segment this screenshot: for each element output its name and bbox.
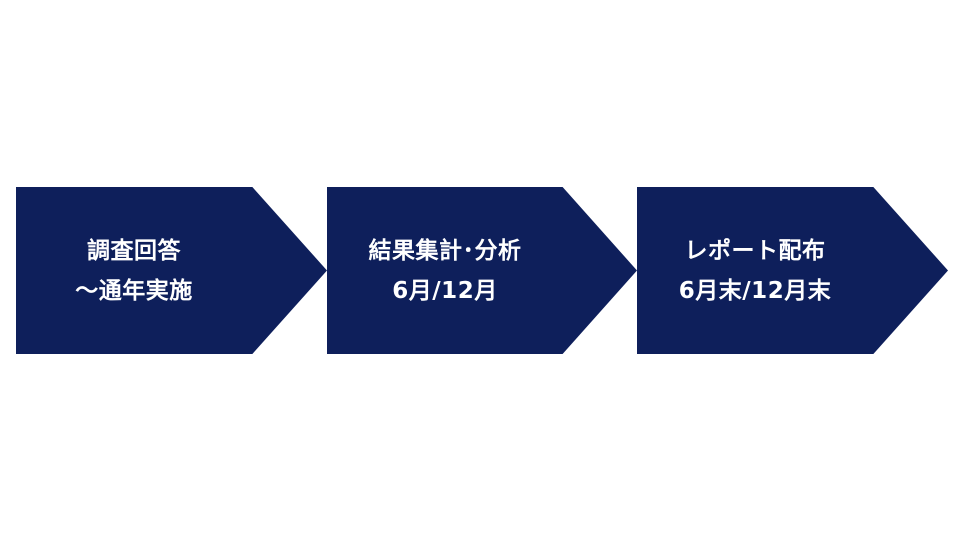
- step-title: レポート配布: [684, 237, 826, 264]
- step-schedule: 6月/12月: [392, 277, 498, 304]
- step-schedule: 6月末/12月末: [678, 277, 832, 304]
- process-step-survey: 調査回答 ～通年実施: [16, 187, 327, 354]
- step-label: 調査回答 ～通年実施: [16, 187, 252, 354]
- process-step-report: レポート配布 6月末/12月末: [637, 187, 948, 354]
- step-title: 結果集計･分析: [368, 237, 522, 264]
- process-step-analysis: 結果集計･分析 6月/12月: [327, 187, 637, 354]
- step-schedule: ～通年実施: [75, 277, 193, 304]
- step-label: レポート配布 6月末/12月末: [637, 187, 873, 354]
- step-label: 結果集計･分析 6月/12月: [327, 187, 563, 354]
- step-title: 調査回答: [87, 237, 181, 264]
